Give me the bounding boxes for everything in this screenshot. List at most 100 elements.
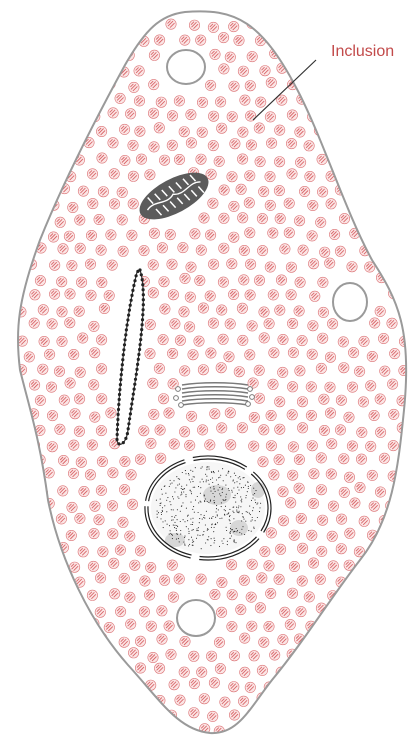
inclusion-granule — [299, 186, 309, 196]
inclusion-granule — [255, 156, 265, 166]
inclusion-granule — [86, 230, 96, 240]
inclusion-granule — [76, 603, 86, 613]
inclusion-granule — [254, 365, 264, 375]
inclusion-granule — [49, 80, 59, 90]
inclusion-granule — [245, 350, 255, 360]
inclusion-granule — [17, 157, 27, 167]
inclusion-granule — [406, 50, 416, 60]
inclusion-granule — [7, 409, 17, 419]
inclusion-granule — [8, 681, 18, 691]
inclusion-granule — [47, 138, 57, 148]
inclusion-granule — [275, 424, 285, 434]
inclusion-granule — [295, 693, 305, 703]
inclusion-granule — [297, 576, 307, 586]
inclusion-granule — [270, 650, 280, 660]
inclusion-granule — [89, 528, 99, 538]
inclusion-granule — [287, 711, 297, 721]
inclusion-granule — [266, 77, 276, 87]
inclusion-granule — [118, 517, 128, 527]
inclusion-granule — [336, 633, 346, 643]
inclusion-granule — [414, 602, 419, 612]
inclusion-granule — [356, 697, 366, 707]
inclusion-granule — [377, 216, 387, 226]
inclusion-granule — [256, 97, 266, 107]
inclusion-granule — [154, 663, 164, 673]
inclusion-granule — [384, 561, 394, 571]
inclusion-granule — [56, 603, 66, 613]
inclusion-granule — [66, 49, 76, 59]
inclusion-granule — [179, 307, 189, 317]
inclusion-granule — [68, 78, 78, 88]
inclusion-granule — [310, 291, 320, 301]
inclusion-granule — [415, 305, 419, 315]
inclusion-granule — [339, 487, 349, 497]
inclusion-granule — [166, 19, 176, 29]
inclusion-granule — [245, 228, 255, 238]
inclusion-granule — [184, 322, 194, 332]
inclusion-granule — [4, 47, 14, 57]
inclusion-granule — [167, 259, 177, 269]
inclusion-granule — [110, 589, 120, 599]
inclusion-granule — [208, 111, 218, 121]
inclusion-granule — [179, 427, 189, 437]
inclusion-granule — [409, 81, 419, 91]
inclusion-granule — [158, 394, 168, 404]
inclusion-granule — [39, 336, 49, 346]
inclusion-granule — [57, 127, 67, 137]
inclusion-granule — [229, 710, 239, 720]
inclusion-granule — [5, 200, 15, 210]
inclusion-granule — [364, 622, 374, 632]
inclusion-granule — [366, 680, 376, 690]
inclusion-granule — [139, 607, 149, 617]
inclusion-granule — [379, 605, 389, 615]
inclusion-granule — [194, 336, 204, 346]
inclusion-granule — [287, 318, 297, 328]
inclusion-granule — [387, 379, 397, 389]
inclusion-granule — [45, 708, 55, 718]
inclusion-granule — [18, 606, 28, 616]
inclusion-granule — [47, 410, 57, 420]
inclusion-granule — [294, 483, 304, 493]
inclusion-granule — [297, 423, 307, 433]
inclusion-granule — [85, 259, 95, 269]
inclusion-granule — [380, 366, 390, 376]
inclusion-granule — [306, 382, 316, 392]
inclusion-granule — [10, 559, 20, 569]
inclusion-granule — [395, 667, 405, 677]
inclusion-granule — [19, 33, 29, 43]
inclusion-granule — [356, 607, 366, 617]
inclusion-granule — [304, 141, 314, 151]
inclusion-granule — [289, 51, 299, 61]
inclusion-granule — [139, 695, 149, 705]
inclusion-granule — [140, 576, 150, 586]
inclusion-granule — [115, 606, 125, 616]
inclusion-granule — [379, 453, 389, 463]
inclusion-granule — [168, 592, 178, 602]
inclusion-granule — [88, 709, 98, 719]
inclusion-granule — [88, 561, 98, 571]
inclusion-granule — [189, 708, 199, 718]
inclusion-granule — [135, 454, 145, 464]
inclusion-granule — [399, 577, 409, 587]
inclusion-granule — [307, 349, 317, 359]
inclusion-granule — [308, 498, 318, 508]
inclusion-granule — [249, 441, 259, 451]
inclusion-granule — [88, 198, 98, 208]
inclusion-granule — [220, 697, 230, 707]
inclusion-granule — [37, 123, 47, 133]
inclusion-granule — [148, 378, 158, 388]
inclusion-granule — [44, 652, 54, 662]
inclusion-granule — [130, 20, 140, 30]
inclusion-granule — [145, 319, 155, 329]
inclusion-granule — [215, 97, 225, 107]
inclusion-granule — [37, 64, 47, 74]
inclusion-granule — [286, 498, 296, 508]
inclusion-granule — [198, 303, 208, 313]
inclusion-granule — [108, 108, 118, 118]
inclusion-granule — [286, 290, 296, 300]
inclusion-granule — [405, 712, 415, 722]
inclusion-granule — [139, 245, 149, 255]
inclusion-granule — [217, 423, 227, 433]
inclusion-granule — [379, 153, 389, 163]
